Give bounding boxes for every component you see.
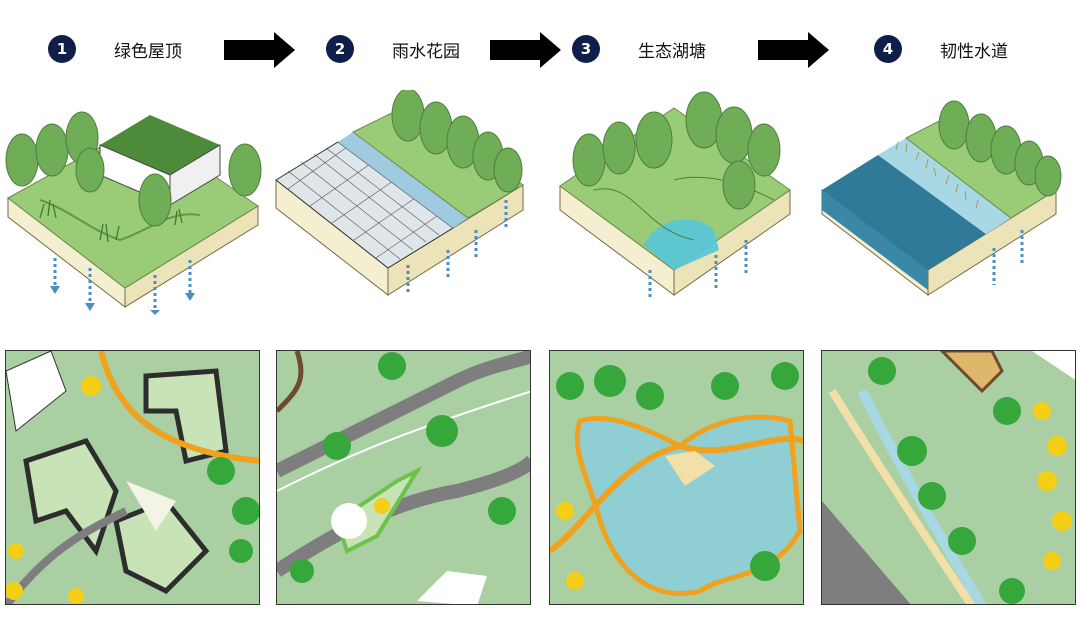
step-3-label: 生态湖塘	[638, 41, 706, 62]
green-roof-diagram	[5, 111, 262, 315]
rain-garden-plan	[276, 350, 531, 605]
step-1-label: 绿色屋顶	[114, 41, 182, 62]
step-1: 1 绿色屋顶	[48, 34, 182, 64]
right-arrow-icon	[224, 32, 295, 68]
eco-pond-plan	[549, 350, 804, 605]
step-3: 3 生态湖塘	[572, 34, 706, 64]
resilient-waterway-diagram	[821, 100, 1062, 297]
step-1-number: 1	[48, 35, 76, 63]
right-arrow-icon	[490, 32, 561, 68]
step-2-label: 雨水花园	[392, 41, 460, 62]
eco-pond-diagram	[559, 91, 791, 300]
step-2: 2 雨水花园	[326, 34, 460, 64]
step-3-number: 3	[572, 35, 600, 63]
resilient-waterway-plan	[821, 350, 1076, 605]
step-4: 4 韧性水道	[874, 34, 1008, 64]
green-roof-plan	[5, 350, 260, 605]
right-arrow-icon	[758, 32, 829, 68]
step-2-number: 2	[326, 35, 354, 63]
rain-garden-diagram	[275, 90, 524, 297]
step-4-number: 4	[874, 35, 902, 63]
step-4-label: 韧性水道	[940, 41, 1008, 62]
